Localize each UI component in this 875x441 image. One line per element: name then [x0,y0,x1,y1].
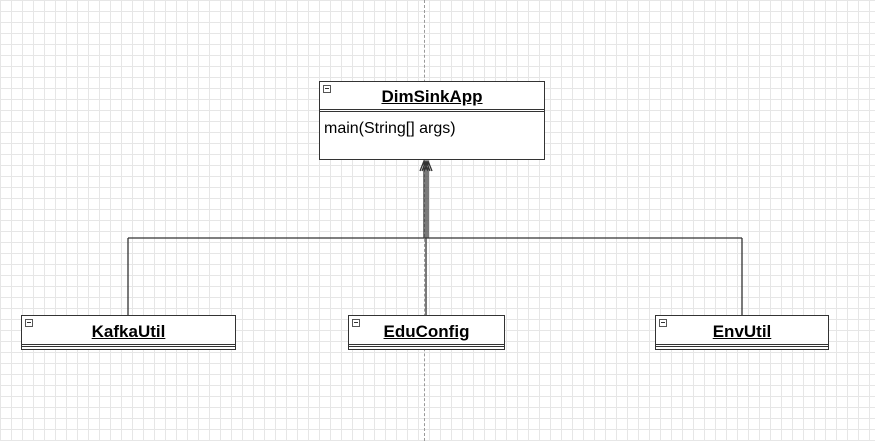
class-name: DimSinkApp [381,87,483,106]
class-header: EduConfig [349,316,504,347]
collapse-minus-icon[interactable] [323,85,331,93]
class-header: KafkaUtil [22,316,235,347]
method-item: main(String[] args) [324,120,456,137]
class-box-envutil[interactable]: EnvUtil [655,315,829,350]
collapse-minus-icon[interactable] [352,319,360,327]
class-header: DimSinkApp [320,82,544,112]
class-box-kafkautil[interactable]: KafkaUtil [21,315,236,350]
class-header: EnvUtil [656,316,828,347]
class-name: EnvUtil [712,322,772,341]
class-box-dimsinkapp[interactable]: DimSinkApp main(String[] args) [319,81,545,160]
class-methods: main(String[] args) [320,112,544,146]
open-arrowhead-icon [419,159,433,172]
class-name: KafkaUtil [91,322,166,341]
class-box-educonfig[interactable]: EduConfig [348,315,505,350]
collapse-minus-icon[interactable] [659,319,667,327]
collapse-minus-icon[interactable] [25,319,33,327]
class-name: EduConfig [383,322,470,341]
